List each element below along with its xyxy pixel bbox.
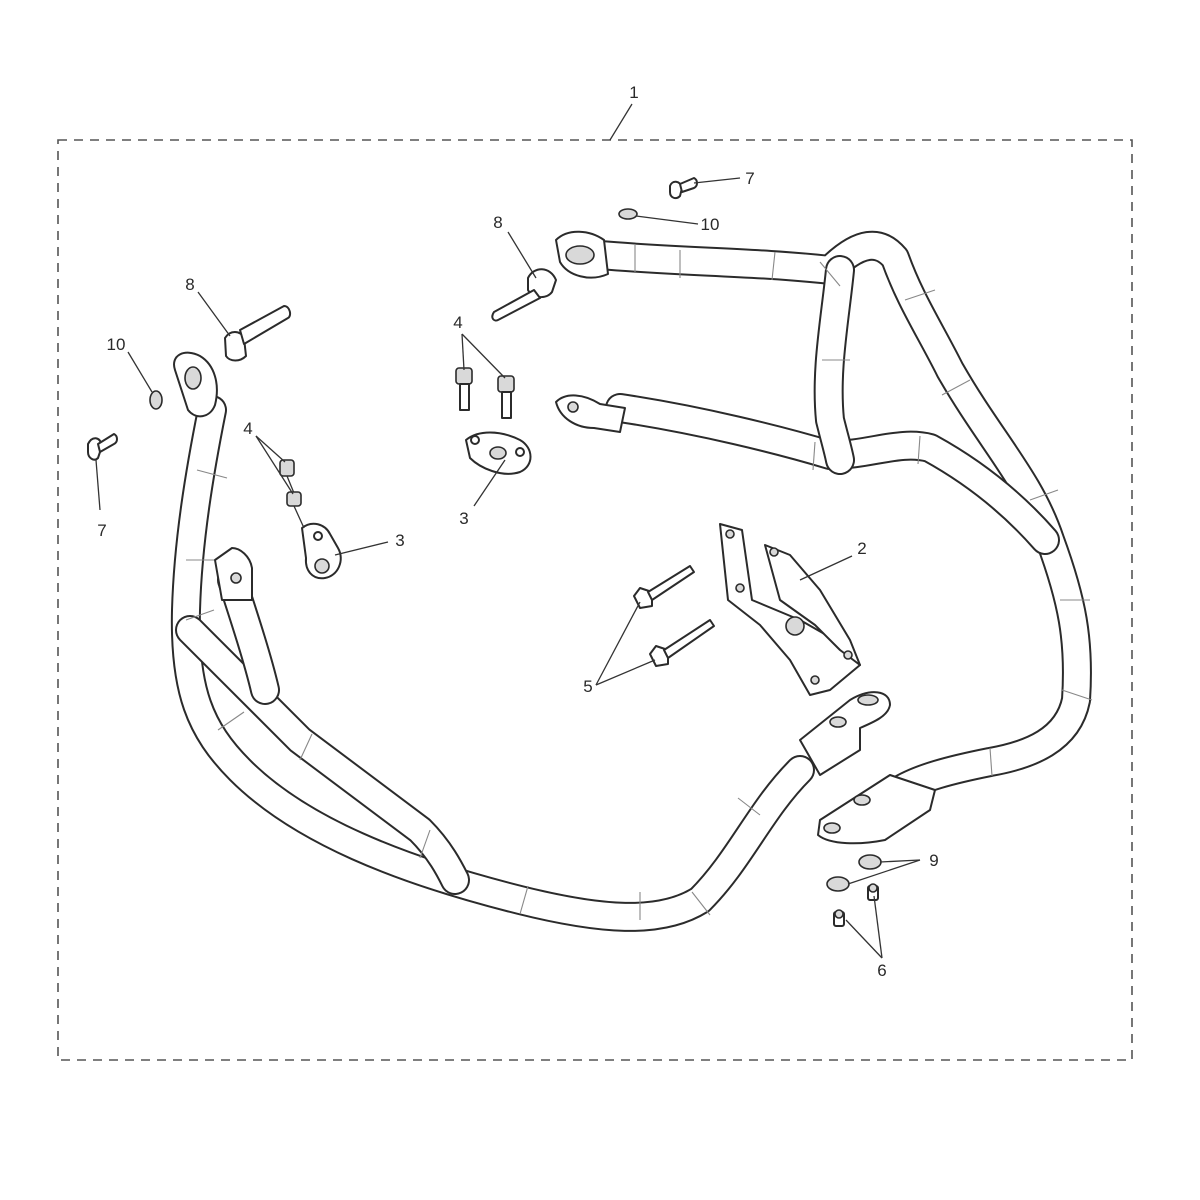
left-bolt bbox=[87, 433, 118, 461]
callout-bolt-left: 7 bbox=[97, 521, 106, 540]
left-spacer bbox=[224, 305, 292, 362]
callout-washer-left: 10 bbox=[107, 335, 126, 354]
callout-washers: 9 bbox=[929, 851, 938, 870]
mounting-bracket bbox=[719, 523, 861, 696]
callout-bolts-clamp-center: 4 bbox=[453, 313, 462, 332]
washer-lower bbox=[826, 876, 850, 892]
left-clamp bbox=[301, 522, 342, 580]
right-tube-lower-eye bbox=[555, 394, 626, 433]
callout-nuts: 6 bbox=[877, 961, 886, 980]
bracket-bolts bbox=[633, 565, 715, 667]
lower-mount-plate-upper bbox=[799, 691, 891, 776]
callout-bracket-bolts: 5 bbox=[583, 677, 592, 696]
kit-boundary-dashed-rectangle bbox=[57, 139, 1133, 1061]
right-crash-bar bbox=[585, 230, 1093, 805]
right-bolt bbox=[669, 177, 698, 200]
left-clamp-bolts bbox=[279, 459, 305, 529]
nut-lower bbox=[833, 909, 845, 927]
left-washer bbox=[149, 390, 163, 410]
callout-bracket: 2 bbox=[857, 539, 866, 558]
center-clamp bbox=[465, 431, 532, 475]
callout-bolt-right: 7 bbox=[745, 169, 754, 188]
washer-upper bbox=[858, 854, 882, 870]
left-crash-bar bbox=[170, 395, 815, 932]
leader-lines bbox=[95, 103, 921, 959]
right-washer bbox=[618, 208, 638, 220]
left-tube-eye-mount bbox=[173, 351, 218, 418]
callout-spacer-center: 8 bbox=[493, 213, 502, 232]
callout-spacer-left: 8 bbox=[185, 275, 194, 294]
callout-washer-right: 10 bbox=[701, 215, 720, 234]
callout-bolts-clamp-left: 4 bbox=[243, 419, 252, 438]
callout-assembly: 1 bbox=[629, 83, 638, 102]
left-inner-tab bbox=[214, 547, 253, 601]
lower-mount-plate-lower bbox=[817, 774, 936, 845]
callout-clamp-left: 3 bbox=[395, 531, 404, 550]
center-tube-eye-mount bbox=[555, 230, 609, 279]
callout-clamp-center: 3 bbox=[459, 509, 468, 528]
center-spacer bbox=[491, 268, 557, 322]
center-clamp-bolts bbox=[455, 367, 515, 419]
nut-upper bbox=[867, 883, 879, 901]
